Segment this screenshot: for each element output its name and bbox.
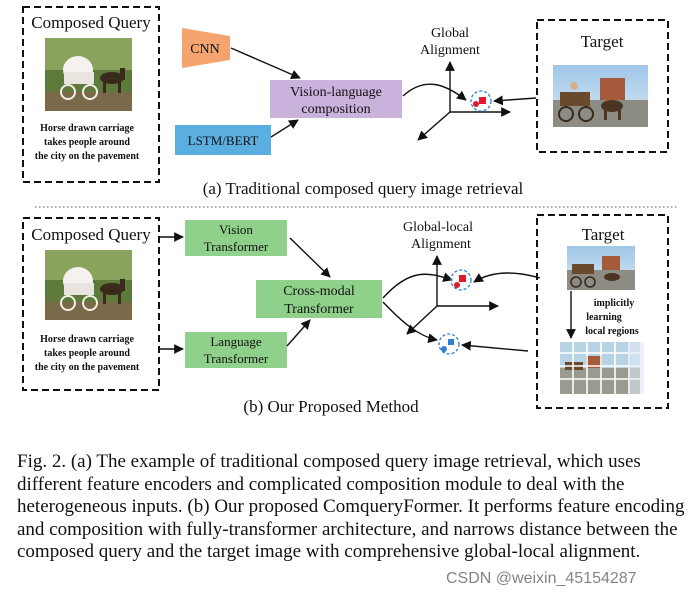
top-query-image — [45, 38, 132, 111]
vision-transformer-label-1: Vision — [219, 222, 253, 237]
composition-label-2: composition — [301, 102, 370, 117]
top-query-caption-1: Horse drawn carriage — [40, 123, 134, 134]
crossmodal-transformer-label-1: Cross-modal — [283, 284, 355, 299]
bottom-target-box — [536, 214, 669, 409]
target-to-global-arrow — [473, 272, 541, 283]
bottom-target-image — [567, 246, 635, 290]
crossmodal-transformer-block — [256, 280, 382, 318]
cnn-arrow — [230, 47, 301, 79]
cnn-label: CNN — [190, 42, 220, 57]
top-subtitle: (a) Traditional composed query image ret… — [203, 179, 524, 198]
bottom-target-title: Target — [582, 225, 625, 244]
lstm-label: LSTM/BERT — [188, 133, 259, 148]
top-query-point — [479, 97, 486, 104]
composition-block — [270, 80, 402, 118]
lstm-arrow — [270, 119, 299, 138]
figure-caption: Fig. 2. (a) The example of traditional c… — [17, 451, 685, 562]
top-query-caption-3: the city on the pavement — [35, 151, 140, 162]
bottom-query-image — [45, 250, 132, 320]
vision-to-crossmodal-arrow — [289, 237, 331, 278]
top-query-caption-2: takes people around — [44, 137, 130, 148]
top-target-point — [473, 101, 479, 107]
crossmodal-to-local-curve — [382, 301, 438, 343]
global-local-alignment-axes — [406, 255, 499, 335]
global-local-alignment-label-1: Global-local — [403, 220, 473, 235]
top-query-box — [22, 6, 160, 183]
global-query-point — [459, 275, 466, 282]
top-target-title: Target — [581, 32, 624, 51]
composition-label-1: Vision-language — [290, 85, 382, 100]
local-embedding-circle — [438, 333, 460, 355]
learning-label-2: learning — [586, 312, 622, 323]
global-alignment-axes — [417, 61, 511, 141]
lstm-block — [175, 125, 271, 155]
global-embedding-circle — [450, 269, 472, 291]
learning-label-1: implicitly — [594, 298, 635, 309]
composition-to-embedding-curve — [402, 83, 467, 101]
bottom-subtitle: (b) Our Proposed Method — [243, 397, 419, 416]
language-transformer-block — [185, 332, 287, 368]
crossmodal-to-global-curve — [382, 272, 453, 299]
bottom-query-title: Composed Query — [31, 225, 151, 244]
language-transformer-label-1: Language — [210, 334, 261, 349]
top-panel: Composed Query Horse drawn carriage take… — [22, 6, 669, 198]
learning-label-3: local regions — [585, 326, 639, 337]
watermark: CSDN @weixin_45154287 — [446, 570, 637, 587]
global-target-point — [454, 282, 460, 288]
diagram-canvas: Composed Query Horse drawn carriage take… — [22, 6, 678, 416]
bottom-panel: Composed Query Horse drawn carriage take… — [22, 214, 669, 416]
cnn-block — [182, 28, 230, 68]
top-target-arrow — [493, 95, 537, 106]
local-region-patches — [558, 340, 644, 396]
top-query-title: Composed Query — [31, 13, 151, 32]
local-query-point — [448, 339, 454, 345]
vision-transformer-label-2: Transformer — [204, 239, 269, 254]
top-embedding-circle — [470, 90, 492, 112]
bottom-query-box — [22, 217, 160, 391]
bottom-query-caption-3: the city on the pavement — [35, 362, 140, 373]
language-transformer-label-2: Transformer — [204, 351, 269, 366]
bottom-query-caption-2: takes people around — [44, 348, 130, 359]
language-to-crossmodal-arrow — [286, 319, 311, 347]
vision-transformer-block — [185, 220, 287, 256]
top-target-image — [553, 65, 648, 127]
global-alignment-label-1: Global — [431, 26, 469, 41]
global-local-alignment-label-2: Alignment — [411, 237, 471, 252]
crossmodal-transformer-label-2: Transformer — [284, 302, 354, 317]
global-alignment-label-2: Alignment — [420, 43, 480, 58]
local-target-point — [441, 346, 447, 352]
target-to-local-arrow — [461, 340, 529, 352]
bottom-query-caption-1: Horse drawn carriage — [40, 334, 134, 345]
